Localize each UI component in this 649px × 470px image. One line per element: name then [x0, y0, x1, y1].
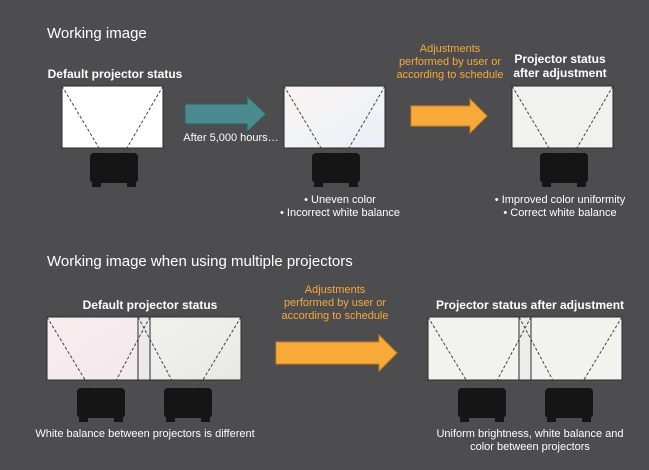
adjust-arrow-single [410, 97, 488, 135]
adjust-arrow-multi [275, 333, 398, 373]
time-arrow [184, 94, 267, 134]
single-default-label: Default projector status [47, 67, 183, 81]
single-adjusted-projector [540, 153, 588, 187]
multi-problem-note: White balance between projectors is diff… [35, 428, 255, 440]
single-default-screen [61, 85, 164, 154]
single-default-projector [90, 153, 138, 187]
multi-result-notes: Uniform brightness, white balance and co… [436, 428, 624, 453]
single-adjusted-screen [511, 85, 614, 154]
multi-default-screens [46, 316, 242, 389]
single-problem-notes: • Uneven color • Incorrect white balance [279, 194, 401, 219]
single-adjusted-label: Projector status after adjustment [513, 52, 607, 80]
section-title-multi: Working image when using multiple projec… [47, 253, 353, 270]
section-title-single: Working image [47, 25, 147, 42]
single-degraded-screen [283, 85, 386, 154]
single-degraded-projector [312, 153, 360, 187]
after-hours-label: After 5,000 hours… [183, 132, 279, 144]
multi-default-projectors [77, 388, 212, 422]
multi-default-label: Default projector status [82, 298, 218, 312]
multi-adjusted-label: Projector status after adjustment [435, 298, 625, 312]
single-result-notes: • Improved color uniformity • Correct wh… [494, 194, 626, 219]
multi-adjust-note: Adjustments performed by user or accordi… [281, 284, 389, 322]
multi-adjusted-projectors [458, 388, 593, 422]
multi-adjusted-screens [427, 316, 623, 389]
single-adjust-note: Adjustments performed by user or accordi… [396, 43, 504, 81]
